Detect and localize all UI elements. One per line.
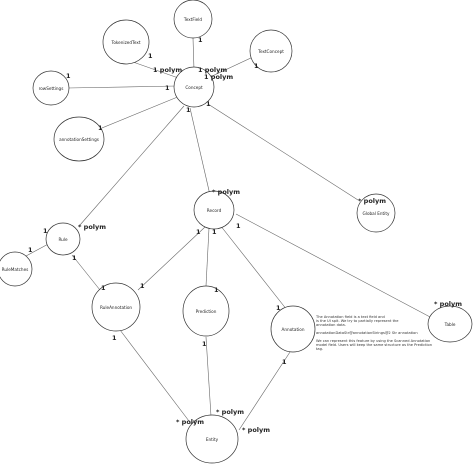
cardinality-label: 1 polym bbox=[204, 73, 233, 81]
cardinality-label: * polym bbox=[216, 408, 244, 416]
cardinality-label: * polym bbox=[358, 197, 386, 205]
cardinality-label: 1 bbox=[101, 284, 106, 292]
node-prediction-label: Prediction bbox=[196, 309, 217, 314]
node-textfield[interactable]: TextField bbox=[173, 0, 213, 39]
edge-rowsettings-concept bbox=[67, 85, 177, 89]
node-table-label: Table bbox=[444, 322, 456, 327]
cardinality-labels: 1 polym 1 polym 1 polym 1 1 1 1 1 1 1 1 … bbox=[28, 36, 462, 434]
cardinality-label: 1 bbox=[212, 228, 217, 236]
cardinality-label: * polym bbox=[242, 426, 270, 434]
node-record[interactable]: Record bbox=[193, 190, 235, 230]
node-textconcept[interactable]: TextConcept bbox=[249, 29, 293, 73]
edge-tokenizedtext-concept bbox=[132, 61, 185, 81]
cardinality-label: 1 bbox=[112, 334, 117, 342]
node-entity-label: Entity bbox=[206, 437, 219, 442]
node-annotation-label: Annotation bbox=[282, 327, 305, 332]
cardinality-label: * polym bbox=[78, 223, 106, 231]
node-textfield-label: TextField bbox=[183, 17, 202, 22]
node-entity[interactable]: Entity bbox=[185, 414, 239, 464]
cardinality-label: 1 bbox=[72, 254, 77, 262]
edge-textfield-concept bbox=[192, 37, 195, 71]
cardinality-label: 1 bbox=[165, 84, 170, 92]
edge-concept-globalentity bbox=[207, 103, 359, 201]
node-rowsettings[interactable]: rowSettings bbox=[32, 70, 70, 106]
note-line: We can represent this feature by using t… bbox=[316, 339, 430, 343]
cardinality-label: * polym bbox=[434, 300, 462, 308]
edge-ruleannotation-record bbox=[137, 226, 206, 291]
cardinality-label: 1 bbox=[186, 106, 191, 114]
node-table[interactable]: Table bbox=[427, 305, 473, 343]
node-tokenizedtext-label: TokenizedText bbox=[111, 40, 141, 45]
cardinality-label: 1 bbox=[98, 124, 103, 132]
note-line: tag. bbox=[316, 347, 323, 351]
edge-prediction-record bbox=[205, 227, 210, 287]
cardinality-label: 1 bbox=[236, 222, 241, 230]
note-line: annotation data. bbox=[316, 323, 346, 327]
note-line: annotationDataStr@annotationStrings@2 St… bbox=[316, 331, 418, 335]
node-ruleannotation[interactable]: RuleAnnotation bbox=[91, 282, 141, 332]
annotation-note: The Annotation field is a text field and… bbox=[315, 315, 432, 351]
node-rulematches-label: RuleMatches bbox=[2, 267, 29, 272]
edge-prediction-entity bbox=[205, 336, 212, 417]
node-tokenizedtext[interactable]: TokenizedText bbox=[102, 19, 150, 65]
cardinality-label: 1 bbox=[206, 100, 211, 108]
note-line: The Annotation field is a text field and bbox=[315, 315, 385, 319]
edge-rule-ruleannotation bbox=[71, 254, 101, 291]
node-prediction[interactable]: Prediction bbox=[182, 285, 230, 337]
cardinality-label: 1 bbox=[148, 52, 153, 60]
node-rulematches[interactable]: RuleMatches bbox=[0, 251, 33, 287]
node-concept[interactable]: Concept bbox=[173, 66, 215, 108]
cardinality-label: 1 bbox=[198, 36, 203, 44]
cardinality-label: 1 bbox=[43, 227, 48, 235]
cardinality-label: * polym bbox=[212, 188, 240, 196]
cardinality-label: 1 polym bbox=[198, 66, 227, 74]
node-textconcept-label: TextConcept bbox=[257, 49, 284, 54]
cardinality-label: 1 bbox=[196, 228, 201, 236]
note-line: is the UI spit. We try to partially repr… bbox=[316, 319, 399, 323]
node-rowsettings-label: rowSettings bbox=[39, 86, 64, 91]
edge-textconcept-concept bbox=[207, 55, 256, 79]
node-rule-label: Rule bbox=[58, 237, 68, 242]
cardinality-label: 1 bbox=[254, 62, 259, 70]
edge-record-concept bbox=[189, 107, 211, 196]
edge-rule-concept bbox=[79, 105, 185, 226]
cardinality-label: 1 bbox=[66, 72, 71, 80]
node-ruleannotation-label: RuleAnnotation bbox=[100, 305, 132, 310]
node-global-entity-label: Global Entity bbox=[363, 211, 390, 216]
cardinality-label: 1 bbox=[276, 304, 281, 312]
edge-annotation-record bbox=[219, 224, 288, 311]
cardinality-label: 1 polym bbox=[153, 66, 182, 74]
edge-ruleannotation-entity bbox=[119, 329, 193, 426]
node-rule[interactable]: Rule bbox=[45, 222, 81, 256]
node-annotation[interactable]: Annotation bbox=[270, 305, 316, 353]
node-annotationsettings[interactable]: annotationSettings bbox=[53, 116, 105, 162]
cardinality-label: 1 bbox=[28, 246, 33, 254]
node-annotationsettings-label: annotationSettings bbox=[59, 137, 99, 142]
edges bbox=[25, 37, 433, 431]
node-global-entity[interactable]: Global Entity bbox=[356, 193, 396, 233]
node-concept-label: Concept bbox=[185, 85, 203, 90]
cardinality-label: 1 bbox=[282, 358, 287, 366]
cardinality-label: 1 bbox=[214, 286, 219, 294]
cardinality-label: * polym bbox=[176, 418, 204, 426]
cardinality-label: 1 bbox=[140, 282, 145, 290]
edge-record-table bbox=[235, 213, 433, 319]
cardinality-label: 1 bbox=[202, 340, 207, 348]
edge-annotation-entity bbox=[238, 351, 291, 431]
note-line: model field. Users will keep the same st… bbox=[316, 343, 432, 347]
node-record-label: Record bbox=[207, 208, 222, 213]
edge-annotationsettings-concept bbox=[96, 95, 181, 131]
